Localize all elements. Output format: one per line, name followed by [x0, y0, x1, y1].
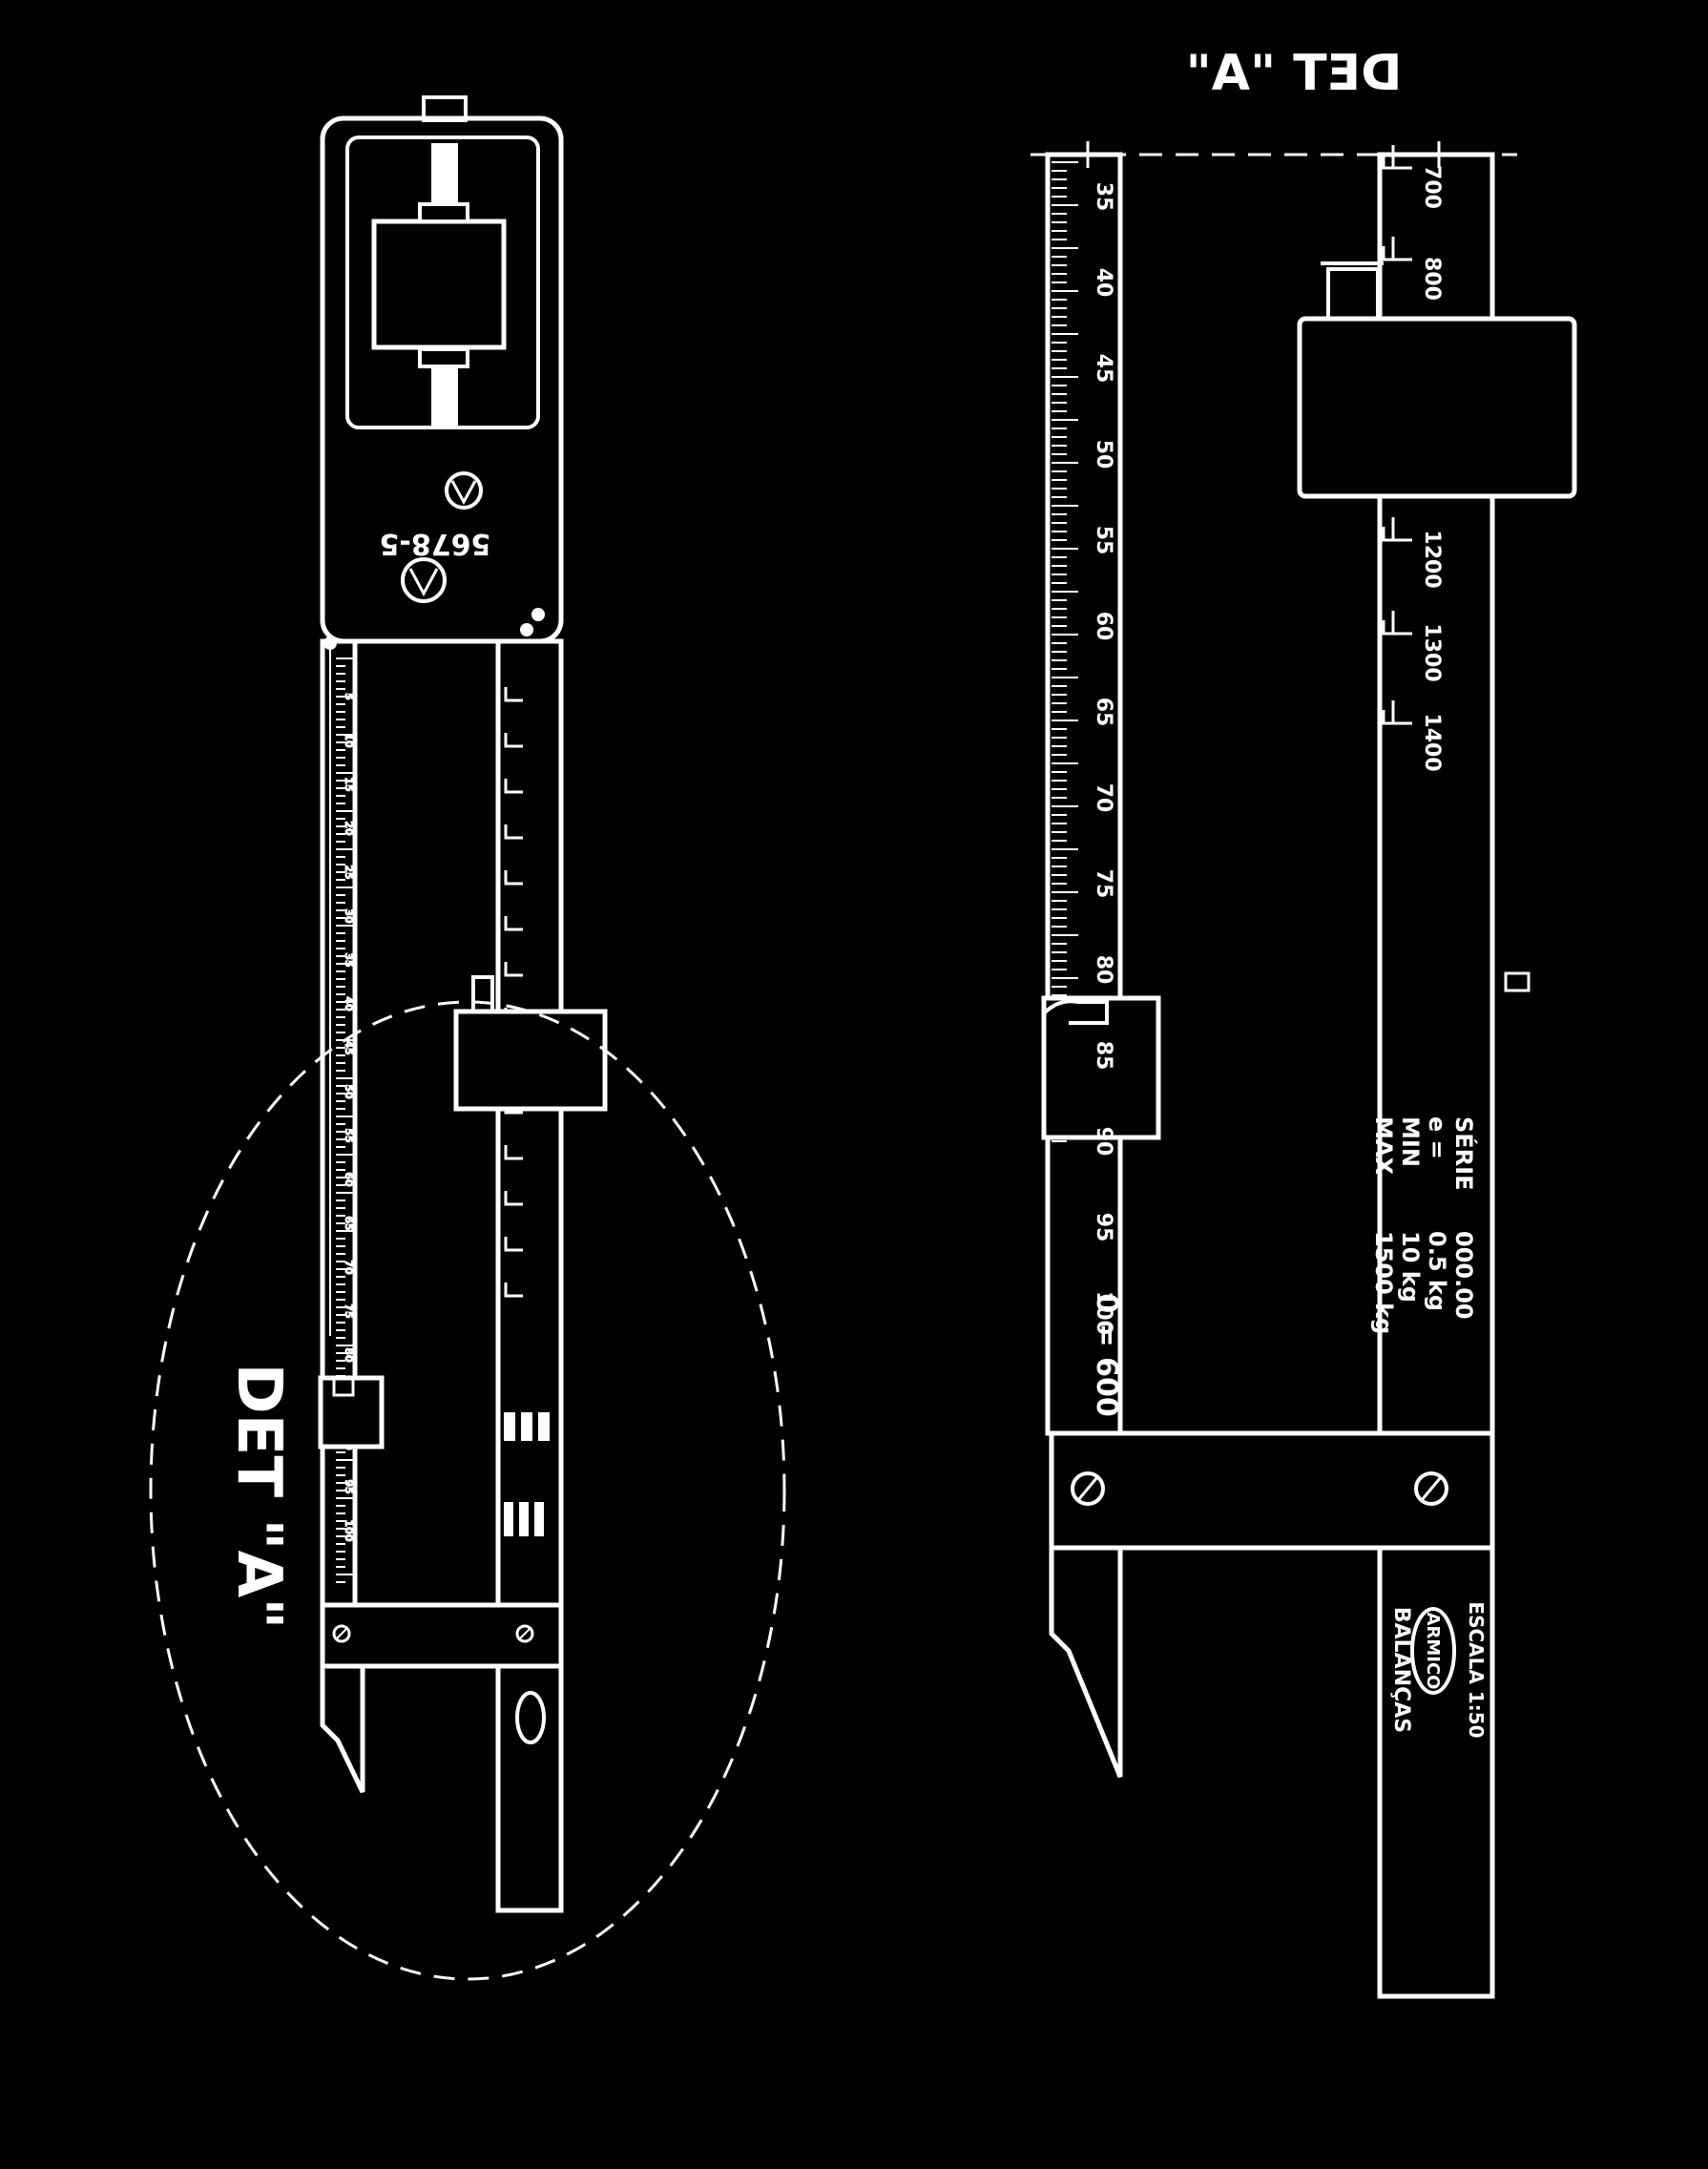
detail-scale-label: 65 [1092, 698, 1115, 727]
scale-label: 70 [343, 1260, 355, 1275]
detail-scale-label: 85 [1092, 1041, 1115, 1071]
detail-scale-unit: 0 = 600 [1090, 1293, 1123, 1417]
detail-scale-label: 40 [1092, 268, 1115, 298]
detail-slider [1041, 995, 1161, 1140]
detail-scale-label: 50 [1092, 440, 1115, 469]
detail-weight-label: 800 [1420, 257, 1444, 301]
spec-min-value: 10 kg [1397, 1231, 1424, 1303]
detail-ellipse [149, 1000, 786, 1981]
scale-label: 100 [343, 1520, 355, 1542]
overview-detail-label: DET "A" [223, 1364, 294, 1630]
spec-max-label: MAX [1370, 1116, 1397, 1175]
crossbar [320, 1602, 564, 1669]
detail-scale-label: 35 [1092, 182, 1115, 212]
overview-scale-ticks [336, 657, 353, 1583]
scale-label: 45 [343, 1040, 355, 1054]
scale-label: 20 [343, 821, 355, 836]
top-nut [422, 95, 468, 122]
scale-label: 10 [343, 733, 355, 748]
detail-brand: BALANÇAS ARMICO ESCALA 1:50 [1389, 1601, 1488, 1738]
detail-scale-label: 55 [1092, 526, 1115, 555]
brand-line1: BALANÇAS [1389, 1607, 1413, 1733]
counterweight-block [371, 219, 507, 350]
scale-label: 50 [343, 1084, 355, 1099]
spec-max-value: 1500 kg [1370, 1231, 1397, 1334]
pointer [320, 1666, 365, 1794]
rod-nut-top [418, 202, 469, 223]
weight-mark [504, 916, 523, 931]
fine-slider [318, 1375, 385, 1449]
weight-mark [1382, 517, 1412, 542]
spec-serie-value: 000.00 [1450, 1231, 1477, 1320]
detail-specs: 1500 kg 10 kg 0.5 kg 000.00 MAX MIN e = … [1370, 1116, 1478, 1334]
detail-pointer [1049, 1548, 1123, 1778]
manufacturer-logo [445, 471, 483, 510]
detail-weight-label: 1200 [1420, 530, 1444, 588]
scale-label: 65 [343, 1216, 355, 1230]
weight-mark [1382, 700, 1412, 725]
weight-mark [504, 1237, 523, 1252]
spec-serie-label: SÉRIE [1450, 1116, 1478, 1190]
weight-mark [504, 1283, 523, 1298]
detail-scale-label: 60 [1092, 612, 1115, 641]
detail-poise [1297, 316, 1577, 499]
head-window [345, 136, 540, 429]
manufacturer-logo-2 [401, 557, 447, 603]
weight-mark [1382, 145, 1412, 170]
detail-scale-label: 70 [1092, 783, 1115, 813]
detail-weight-labels: 700 800 1200 1300 1400 [1420, 165, 1444, 772]
weight-mark [504, 779, 523, 794]
scale-label: 75 [343, 1303, 355, 1318]
weight-mark [504, 687, 523, 702]
scale-label: 25 [343, 865, 355, 879]
scale-label: 40 [343, 996, 355, 1012]
detail-title: DET "A" [1186, 45, 1403, 102]
detail-weight-label: 700 [1420, 165, 1444, 209]
scale-label: 5 [343, 693, 355, 700]
detail-scale-label: 45 [1092, 354, 1115, 384]
sliding-poise [453, 1009, 608, 1112]
weight-mark [1382, 611, 1412, 636]
scale-label: 15 [343, 777, 355, 791]
overview-drawing: 5101520253035404550556065707580859095100 [149, 95, 786, 1981]
detail-scale-label: 90 [1092, 1127, 1115, 1157]
detail-weight-marks [1382, 145, 1412, 725]
detail-weight-label: 1400 [1420, 713, 1444, 771]
spec-blocks [504, 1412, 550, 1536]
spec-e-label: e = [1424, 1116, 1450, 1159]
detail-brand-logo [1410, 1607, 1456, 1695]
scale-label: 30 [343, 908, 355, 924]
scale-label: 55 [343, 1128, 355, 1142]
spec-min-label: MIN [1397, 1116, 1424, 1167]
detail-scale-labels: 35 40 45 50 55 60 65 70 75 80 85 90 95 100 [1092, 182, 1115, 1335]
scale-label: 60 [343, 1172, 355, 1187]
detail-scale-label: 75 [1092, 869, 1115, 899]
detail-drawing [1031, 141, 1577, 1999]
detail-scale-label: 80 [1092, 955, 1115, 985]
overview-part-number: 5678-5 [380, 527, 491, 560]
detail-weight-bar [1377, 152, 1495, 1999]
weight-mark [504, 733, 523, 748]
scale-label: 95 [343, 1479, 355, 1493]
brand-logo-text: ARMICO [1423, 1613, 1443, 1690]
brand-line2: ESCALA 1:50 [1465, 1601, 1488, 1738]
brand-logo-small [515, 1691, 546, 1744]
weight-mark [504, 870, 523, 886]
weight-mark [504, 962, 523, 977]
scale-label: 80 [343, 1347, 355, 1363]
weight-mark [504, 824, 523, 840]
detail-scale-label: 95 [1092, 1213, 1115, 1242]
scale-label: 35 [343, 952, 355, 967]
weight-mark [1382, 237, 1412, 261]
detail-scale-label: 100 [1092, 1291, 1115, 1335]
rod-nut-bottom [418, 347, 469, 368]
spec-e-value: 0.5 kg [1424, 1231, 1450, 1311]
weight-mark [504, 1191, 523, 1206]
weight-mark [504, 1145, 523, 1160]
detail-crossbar [1049, 1430, 1495, 1551]
detail-weight-label: 1300 [1420, 623, 1444, 681]
